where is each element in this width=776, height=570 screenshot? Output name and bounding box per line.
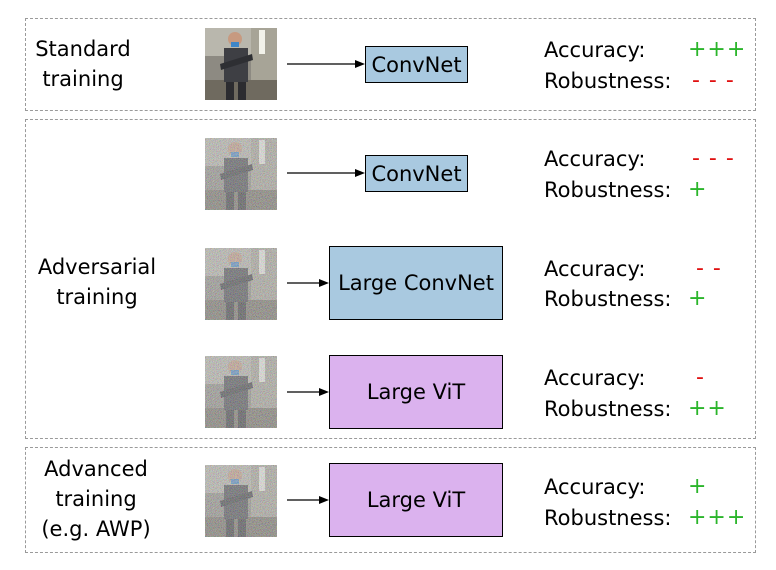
- robustness-rating-2: +: [688, 177, 708, 202]
- arrow-5: [287, 496, 329, 504]
- accuracy-label-5: Accuracy:: [544, 475, 646, 499]
- advanced-training-section: [25, 447, 756, 553]
- robustness-rating-3: +: [688, 286, 708, 311]
- advanced-training-label: Advanced training (e.g. AWP): [41, 457, 151, 541]
- robustness-label-3: Robustness:: [544, 287, 672, 311]
- adversarial-image-2: [205, 248, 277, 320]
- model-box-large-vit-1: Large ViT: [329, 355, 503, 429]
- arrow-4: [287, 388, 329, 396]
- accuracy-label-2: Accuracy:: [544, 147, 646, 171]
- standard-training-label: Standard training: [35, 37, 131, 91]
- arrow-1: [287, 60, 365, 68]
- arrow-2: [287, 169, 365, 177]
- adversarial-training-label: Adversarial training: [37, 255, 157, 309]
- robustness-rating-5: +++: [688, 505, 747, 530]
- adversarial-image-1: [205, 138, 277, 210]
- adversarial-image-4: [205, 465, 277, 537]
- accuracy-label-4: Accuracy:: [544, 366, 646, 390]
- robustness-rating-1: - - -: [692, 68, 735, 93]
- model-box-convnet-2: ConvNet: [365, 155, 468, 192]
- clean-image: [205, 28, 277, 100]
- accuracy-rating-5: +: [688, 474, 708, 499]
- accuracy-rating-4: -: [696, 365, 705, 390]
- adversarial-image-3: [205, 356, 277, 428]
- standard-training-section: [25, 18, 756, 111]
- accuracy-rating-1: +++: [688, 37, 747, 62]
- robustness-label-1: Robustness:: [544, 69, 672, 93]
- accuracy-label-1: Accuracy:: [544, 38, 646, 62]
- robustness-label-2: Robustness:: [544, 178, 672, 202]
- adversarial-training-section: [25, 119, 756, 439]
- model-box-large-vit-2: Large ViT: [329, 463, 503, 537]
- model-box-convnet-1: ConvNet: [365, 46, 468, 83]
- robustness-rating-4: ++: [688, 396, 727, 421]
- arrow-3: [287, 279, 329, 287]
- accuracy-rating-2: - - -: [692, 146, 735, 171]
- robustness-label-4: Robustness:: [544, 397, 672, 421]
- accuracy-label-3: Accuracy:: [544, 257, 646, 281]
- robustness-label-5: Robustness:: [544, 506, 672, 530]
- accuracy-rating-3: - -: [696, 256, 722, 281]
- model-box-large-convnet: Large ConvNet: [329, 246, 503, 320]
